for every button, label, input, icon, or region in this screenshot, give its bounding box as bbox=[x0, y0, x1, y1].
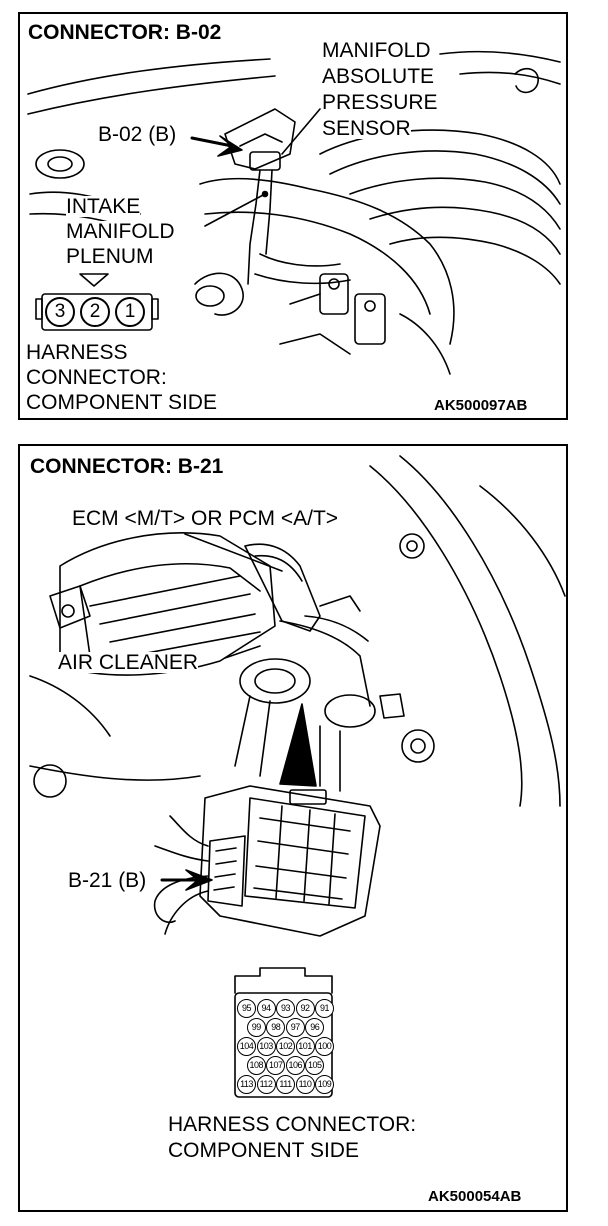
connector-b21-pin: 92 bbox=[295, 999, 315, 1018]
sensor-label-line-1: MANIFOLD bbox=[322, 39, 431, 62]
connector-b21-title: CONNECTOR: B-21 bbox=[30, 455, 224, 478]
sensor-label-line-3: PRESSURE bbox=[322, 91, 438, 114]
connector-b02-pin: 2 bbox=[80, 297, 110, 327]
connector-b21-pin: 112 bbox=[256, 1075, 276, 1094]
connector-b21-pin: 93 bbox=[276, 999, 295, 1018]
connector-b21-pin: 103 bbox=[256, 1037, 276, 1056]
side-label-line-1: HARNESS bbox=[26, 341, 128, 364]
connector-b02-pin: 1 bbox=[115, 297, 145, 327]
plenum-label-line-2: MANIFOLD bbox=[66, 220, 175, 243]
connector-b21-pin: 111 bbox=[276, 1075, 295, 1094]
connector-b21-pin: 96 bbox=[305, 1018, 325, 1037]
harness-side-label-line-2: COMPONENT SIDE bbox=[168, 1139, 359, 1162]
ecm-label: ECM <M/T> OR PCM <A/T> bbox=[72, 507, 339, 530]
connector-b02-panel: CONNECTOR: B-02 MANIFOLD ABSOLUTE PRESSU… bbox=[18, 12, 568, 420]
connector-b21-pin: 107 bbox=[266, 1056, 286, 1075]
engine-bay-illustration-b21 bbox=[29, 455, 566, 1098]
connector-b02-pin: 3 bbox=[45, 297, 75, 327]
connector-b21-pin: 109 bbox=[315, 1075, 334, 1094]
connector-b21-pin: 110 bbox=[295, 1075, 315, 1094]
connector-b21-pin: 105 bbox=[305, 1056, 325, 1075]
connector-b21-pin: 101 bbox=[295, 1037, 315, 1056]
connector-b21-panel: CONNECTOR: B-21 ECM <M/T> OR PCM <A/T> A… bbox=[18, 444, 568, 1212]
connector-b21-pin: 113 bbox=[237, 1075, 256, 1094]
connector-b21-pin: 104 bbox=[237, 1037, 256, 1056]
plenum-label-line-3: PLENUM bbox=[66, 245, 154, 268]
engine-bay-illustration-b02 bbox=[27, 50, 561, 375]
connector-b02-title: CONNECTOR: B-02 bbox=[28, 21, 222, 44]
connector-b21-ref: B-21 (B) bbox=[68, 869, 147, 892]
connector-b21-pin: 95 bbox=[237, 999, 256, 1018]
side-label-line-2: CONNECTOR: bbox=[26, 366, 167, 389]
figure-code-b21: AK500054AB bbox=[428, 1188, 522, 1205]
connector-b21-pin: 108 bbox=[246, 1056, 266, 1075]
air-cleaner-label: AIR CLEANER bbox=[58, 651, 199, 674]
connector-b21-pin: 102 bbox=[276, 1037, 295, 1056]
connector-b21-pin: 91 bbox=[315, 999, 334, 1018]
connector-b21-pin: 106 bbox=[285, 1056, 305, 1075]
sensor-label-line-4: SENSOR bbox=[322, 117, 411, 140]
side-label-line-3: COMPONENT SIDE bbox=[26, 391, 217, 414]
connector-b21-pin: 97 bbox=[285, 1018, 305, 1037]
connector-b21-pin: 94 bbox=[256, 999, 276, 1018]
connector-b21-pin: 100 bbox=[315, 1037, 334, 1056]
harness-side-label-line-1: HARNESS CONNECTOR: bbox=[168, 1113, 417, 1136]
connector-b21-pin: 99 bbox=[246, 1018, 266, 1037]
sensor-label-line-2: ABSOLUTE bbox=[322, 65, 435, 88]
figure-code-b02: AK500097AB bbox=[434, 397, 528, 414]
connector-b02-ref: B-02 (B) bbox=[98, 123, 177, 146]
plenum-label-line-1: INTAKE bbox=[66, 195, 141, 218]
connector-b21-pin: 98 bbox=[266, 1018, 286, 1037]
